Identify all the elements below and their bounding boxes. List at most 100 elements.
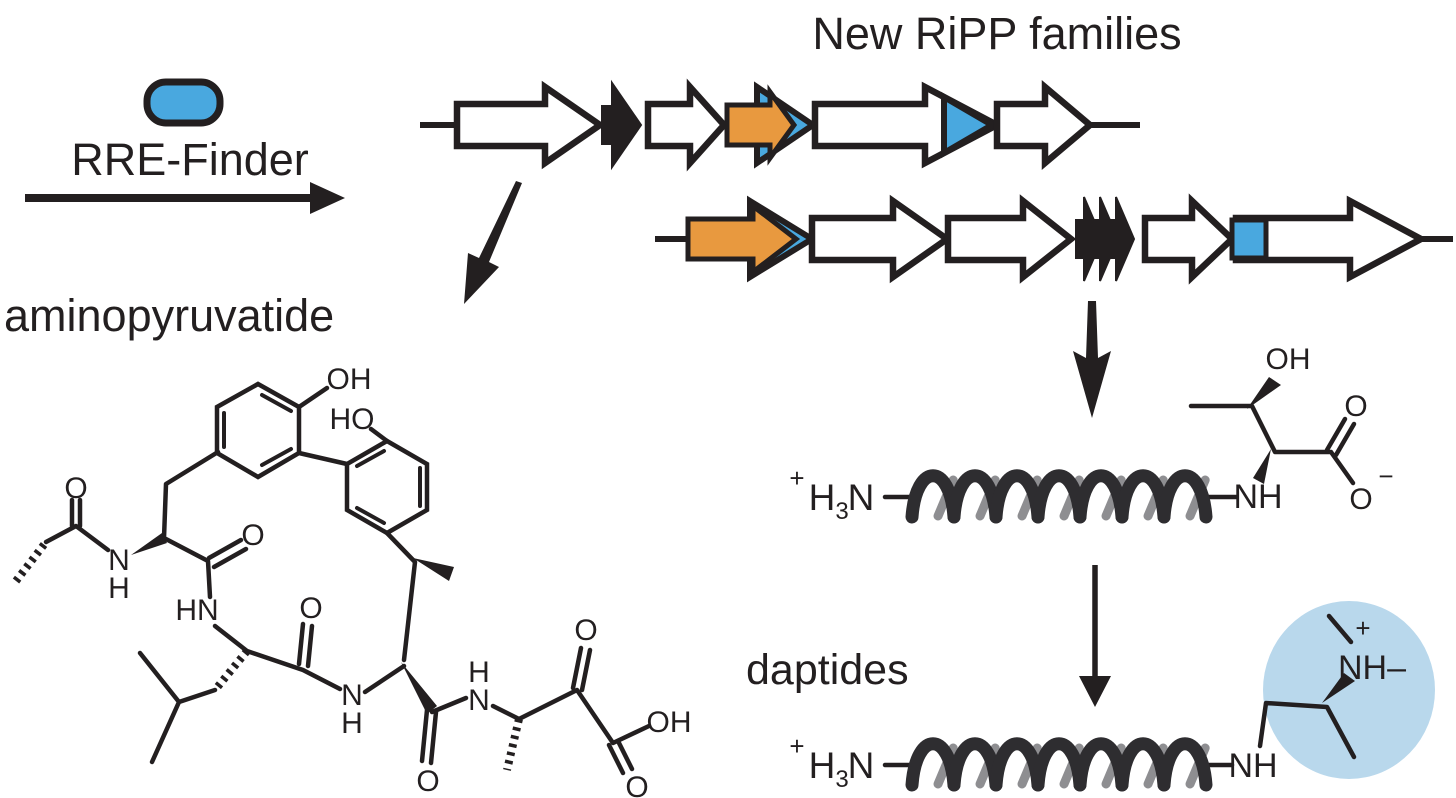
- gene-arrow: [453, 80, 606, 170]
- daptides-label: daptides: [746, 646, 909, 694]
- macrocycle-bonds: [43, 385, 652, 765]
- rre-finder-label: RRE-Finder: [71, 134, 309, 185]
- atom-label: O: [625, 771, 648, 798]
- peptide-continuation-bond: [12, 539, 50, 584]
- atom-label: OH: [327, 363, 372, 396]
- rre-finder-group: RRE-Finder: [25, 78, 345, 214]
- atom-label: H: [809, 745, 836, 786]
- gene-arrow: [808, 194, 953, 284]
- gene-arrow: [1141, 193, 1237, 285]
- threonine-double-bond: [1324, 416, 1357, 458]
- atom-label: O: [241, 519, 264, 552]
- wedge-bond: [1247, 377, 1281, 409]
- helix-front-strand: [1031, 737, 1087, 792]
- helix-front-strand: [989, 469, 1045, 524]
- helix-front-strand: [1073, 469, 1129, 524]
- atom-label: H: [341, 707, 363, 740]
- wedge-bond: [131, 533, 167, 555]
- atom-label: N: [108, 544, 130, 577]
- arrow-to-aminopyruvatide: [464, 181, 522, 304]
- helix1-c-terminus: NH: [1233, 478, 1282, 516]
- gene-cluster-top: [420, 78, 1140, 172]
- arrow-to-daptide-precursor: [1073, 301, 1111, 418]
- helix-front-strand: [1031, 469, 1087, 524]
- helix2-c-terminus: NH: [1228, 747, 1277, 785]
- rre-finder-arrow-head: [310, 182, 345, 214]
- helix-front-strand: [1115, 469, 1171, 524]
- atom-label: N: [848, 745, 875, 786]
- wedge-bond: [413, 558, 454, 581]
- gene-arrow: [993, 80, 1096, 170]
- rre-gene-orange: [724, 84, 798, 166]
- atom-label: OH: [647, 706, 692, 739]
- helix-front-strand: [1073, 737, 1129, 792]
- atom-label: HO: [330, 403, 375, 436]
- atom-label: NH: [1233, 478, 1282, 516]
- atom-label: N: [341, 679, 363, 712]
- maturation-arrow-head: [1079, 676, 1111, 707]
- threonine-bonds: [882, 403, 1356, 500]
- wedge-bond: [1322, 673, 1355, 703]
- daptide-modification: + NH–: [882, 601, 1435, 779]
- atom-label: O: [1349, 483, 1372, 516]
- atom-label: OH: [1266, 343, 1311, 376]
- atom-label: O: [299, 592, 322, 625]
- rre-gene-orange: [685, 200, 801, 278]
- rre-domain-icon: [143, 78, 224, 127]
- double-bonds: [69, 497, 635, 776]
- atom-label: NH–: [1338, 649, 1406, 687]
- rre-domain-square: [1229, 217, 1269, 261]
- atom-label: N: [468, 684, 490, 717]
- helix-front-strand: [989, 737, 1045, 792]
- precursor-gene-triangle: [941, 91, 998, 159]
- aromatic-inner-bonds: [222, 393, 422, 525]
- gene-arrow: [944, 194, 1077, 284]
- atom-label: +: [789, 731, 804, 761]
- atom-label: H: [468, 656, 490, 689]
- title: New RiPP families: [812, 8, 1181, 59]
- helix-front-strand: [1157, 737, 1213, 792]
- atom-label: O: [64, 472, 87, 505]
- helix-front-strand: [905, 737, 961, 792]
- atom-label: O: [574, 614, 597, 647]
- helix-front-strand: [905, 469, 961, 524]
- atom-label: H: [809, 477, 836, 518]
- atom-label: H: [108, 572, 130, 605]
- atom-label: O: [416, 765, 439, 798]
- arrow-daptide-maturation: [1079, 565, 1111, 707]
- atom-label: HN: [175, 594, 218, 627]
- atom-label: −: [1378, 461, 1393, 491]
- atom-label: +: [1355, 613, 1370, 643]
- atom-label: N: [848, 477, 875, 518]
- short-gene-black: [1107, 196, 1136, 282]
- helix-front-strand: [947, 737, 1003, 792]
- helix-2: [905, 737, 1213, 792]
- modification-highlight-circle: [1263, 601, 1435, 779]
- atom-label: +: [789, 463, 804, 493]
- short-gene-black: [601, 79, 643, 171]
- helix-front-strand: [947, 469, 1003, 524]
- wedge-bond: [1253, 449, 1271, 484]
- hashed-bonds: [211, 648, 523, 771]
- helix-front-strand: [1157, 469, 1213, 524]
- atom-label: 3: [835, 498, 848, 525]
- short-gene-black: [1075, 196, 1104, 282]
- wedge-bond: [401, 662, 437, 714]
- helix-front-strand: [1115, 737, 1171, 792]
- gene-cluster-bottom: [655, 193, 1453, 285]
- atom-label: O: [1344, 390, 1367, 423]
- helix-1: [905, 469, 1213, 524]
- short-gene-black: [1091, 196, 1120, 282]
- atom-label: 3: [835, 766, 848, 793]
- daptide-atom-labels: + NH–: [1338, 613, 1406, 687]
- phenol-rings: [214, 381, 430, 536]
- aminopyruvatide-label: aminopyruvatide: [4, 290, 334, 341]
